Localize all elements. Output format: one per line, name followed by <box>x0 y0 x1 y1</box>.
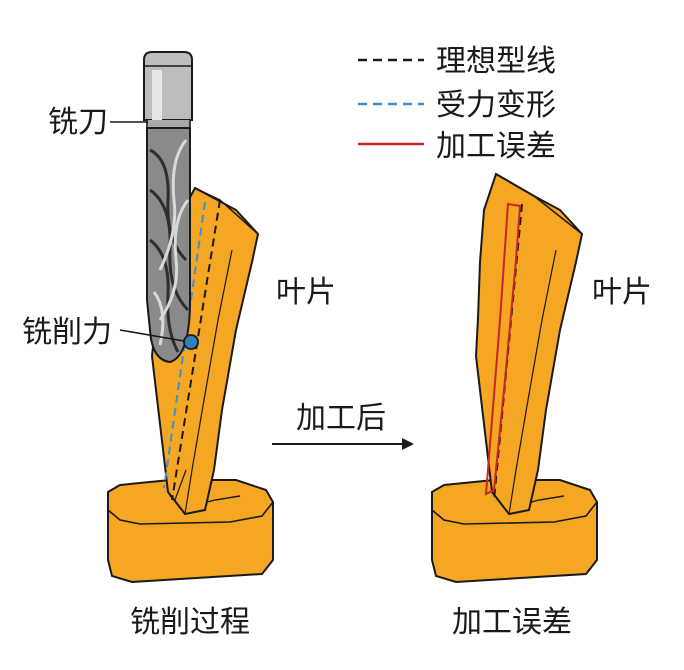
label-blade-right: 叶片 <box>592 275 652 310</box>
legend-item-deform: 受力变形 <box>358 88 556 123</box>
legend-item-ideal: 理想型线 <box>358 44 556 79</box>
right-blade-assembly <box>431 172 598 584</box>
right-blade-airfoil <box>474 172 584 516</box>
right-error-profile <box>484 202 522 496</box>
milling-force-point <box>183 334 199 350</box>
milling-tool <box>143 51 193 364</box>
right-blade-base <box>431 479 598 584</box>
left-blade-assembly <box>107 51 274 584</box>
legend: 理想型线 受力变形 加工误差 <box>358 44 556 164</box>
caption-right: 加工误差 <box>452 605 572 640</box>
label-milling-force: 铣削力 <box>22 315 112 350</box>
legend-label-ideal: 理想型线 <box>436 44 556 79</box>
left-ideal-profile <box>171 199 221 501</box>
milling-force-leader <box>119 329 185 342</box>
legend-item-error: 加工误差 <box>358 129 556 164</box>
label-arrow-text: 加工后 <box>296 401 386 436</box>
caption-left: 铣削过程 <box>130 605 250 640</box>
label-blade-left: 叶片 <box>276 275 336 310</box>
process-arrow <box>272 438 414 450</box>
legend-label-error: 加工误差 <box>436 129 556 164</box>
label-milling-cutter: 铣刀 <box>48 105 108 140</box>
legend-label-deform: 受力变形 <box>436 88 556 123</box>
